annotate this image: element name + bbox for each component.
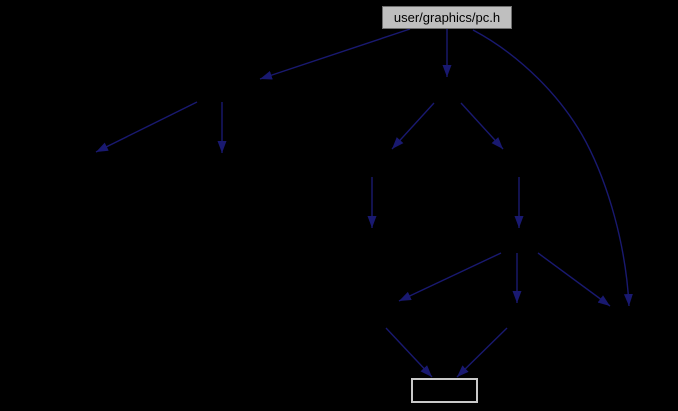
edge-mid-node-to-child-2 — [460, 102, 504, 150]
edge-mid-node-to-child-1 — [391, 102, 435, 150]
edge-hub-to-lower-left — [398, 252, 502, 302]
edge-lower-mid-to-truncated — [456, 327, 508, 378]
edge-root-to-right-node-curve — [472, 29, 633, 307]
truncated-node-box — [411, 378, 478, 403]
edge-hub-to-right-node — [537, 252, 611, 307]
root-node: user/graphics/pc.h — [382, 6, 512, 29]
edge-lower-left-to-truncated — [385, 327, 433, 378]
edge-root-to-left-node — [259, 28, 411, 80]
edge-left-node-to-child-1 — [95, 101, 198, 153]
